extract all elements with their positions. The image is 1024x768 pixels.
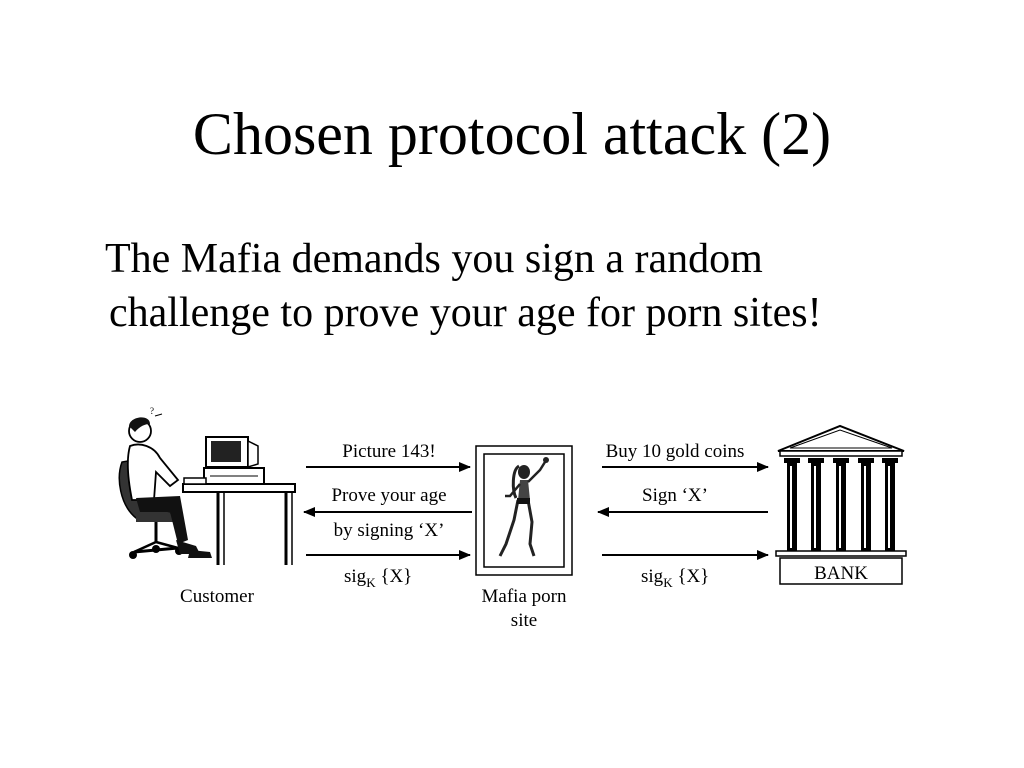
buy-message: Buy 10 gold coins (606, 441, 745, 462)
svg-text:?: ? (150, 406, 154, 416)
body-line-2: challenge to prove your age for porn sit… (109, 290, 822, 336)
mafia-site-picture (475, 445, 573, 576)
slide-body: The Mafia demands you sign a random chal… (105, 232, 985, 340)
prove-message-line2: by signing ‘X’ (334, 520, 445, 541)
bank-signature-message: sigK {X} (641, 566, 709, 590)
picture-message: Picture 143! (342, 441, 435, 462)
sign-message: Sign ‘X’ (642, 485, 708, 506)
slide-title: Chosen protocol attack (2) (192, 101, 832, 167)
customer-illustration: ? (118, 406, 296, 565)
prove-message-line1: Prove your age (331, 485, 446, 506)
customer-signature-message: sigK {X} (344, 566, 412, 590)
body-line-1: The Mafia demands you sign a random (105, 236, 763, 282)
customer-label: Customer (180, 586, 255, 607)
mafia-label-line2: site (511, 610, 537, 631)
bank-building (775, 424, 907, 585)
bank-label: BANK (814, 563, 868, 584)
mafia-label-line1: Mafia porn (482, 586, 567, 607)
